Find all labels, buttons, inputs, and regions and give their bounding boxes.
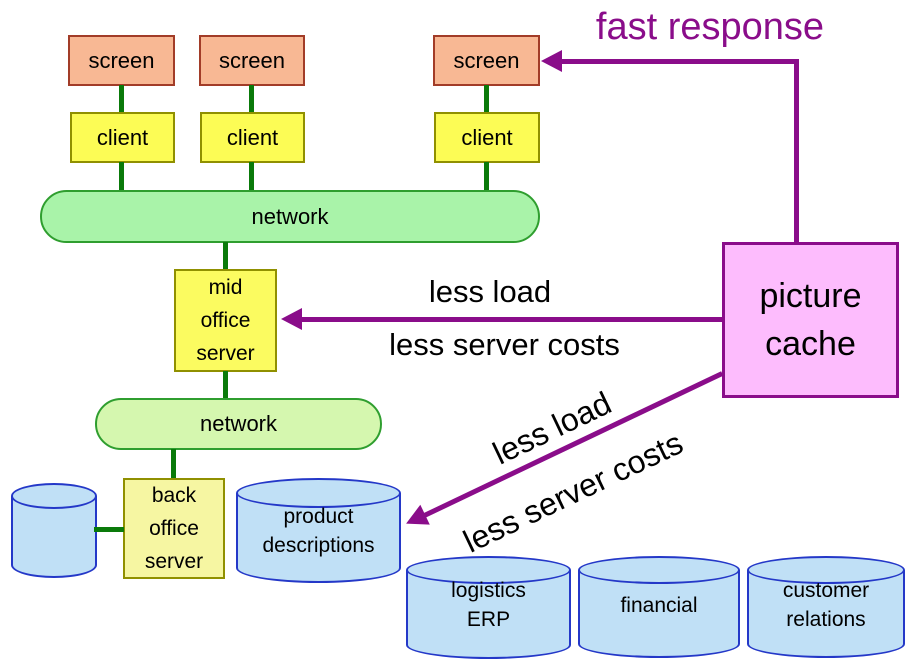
- client-node-3: client: [434, 112, 540, 163]
- fast-response-arrow-vertical: [794, 59, 799, 242]
- connector-screen2-client2: [249, 85, 254, 112]
- network-mid-node: network: [95, 398, 382, 450]
- fast-response-arrow-horizontal: [562, 59, 799, 64]
- network-label: network: [199, 411, 278, 436]
- screen-node-3: screen: [433, 35, 540, 86]
- back-office-server-label: back office server: [144, 484, 204, 573]
- screen-label: screen: [453, 47, 520, 73]
- cache-to-database-arrowhead-icon: [401, 504, 430, 534]
- cylinder-top: [578, 556, 740, 584]
- cylinder-top: [11, 483, 97, 509]
- database-label: customer relations: [782, 579, 870, 631]
- database-cylinder-unlabeled: [11, 483, 97, 578]
- picture-cache-node: picture cache: [722, 242, 899, 398]
- screen-label: screen: [88, 47, 155, 73]
- connector-network-midserver: [223, 242, 228, 269]
- connector-client1-network: [119, 162, 124, 190]
- mid-office-server-node: mid office server: [174, 269, 277, 372]
- connector-client2-network: [249, 162, 254, 190]
- mid-office-server-label: mid office server: [196, 276, 255, 365]
- connector-network-backserver: [171, 449, 176, 478]
- cylinder-top: [747, 556, 905, 584]
- cache-to-midserver-arrow: [302, 317, 722, 322]
- database-product-descriptions: product descriptions: [236, 478, 401, 583]
- client-node-1: client: [70, 112, 175, 163]
- less-server-costs-label-top: less server costs: [389, 327, 620, 362]
- screen-label: screen: [218, 47, 286, 73]
- database-label: financial: [620, 594, 698, 617]
- connector-screen1-client1: [119, 85, 124, 112]
- database-logistics-erp: logistics ERP: [406, 556, 571, 659]
- less-load-label-top: less load: [428, 274, 552, 309]
- cylinder-top: [406, 556, 571, 584]
- connector-screen3-client3: [484, 85, 489, 112]
- fast-response-arrowhead-icon: [541, 50, 562, 72]
- database-customer-relations: customer relations: [747, 556, 905, 658]
- client-label: client: [461, 124, 513, 150]
- client-label: client: [96, 124, 149, 150]
- connector-client3-network: [484, 162, 489, 190]
- screen-node-1: screen: [68, 35, 175, 86]
- picture-cache-label: picture cache: [759, 277, 862, 363]
- network-top-node: network: [40, 190, 540, 243]
- cache-to-midserver-arrowhead-icon: [281, 308, 302, 330]
- database-label: logistics ERP: [451, 579, 526, 631]
- client-label: client: [226, 124, 279, 150]
- cylinder-top: [236, 478, 401, 508]
- client-node-2: client: [200, 112, 305, 163]
- back-office-server-node: back office server: [123, 478, 225, 579]
- database-financial: financial: [578, 556, 740, 658]
- screen-node-2: screen: [199, 35, 305, 86]
- fast-response-label: fast response: [595, 6, 825, 48]
- network-label: network: [251, 203, 329, 229]
- connector-db-backserver: [94, 527, 124, 532]
- database-label: product descriptions: [262, 505, 375, 557]
- connector-midserver-network: [223, 371, 228, 398]
